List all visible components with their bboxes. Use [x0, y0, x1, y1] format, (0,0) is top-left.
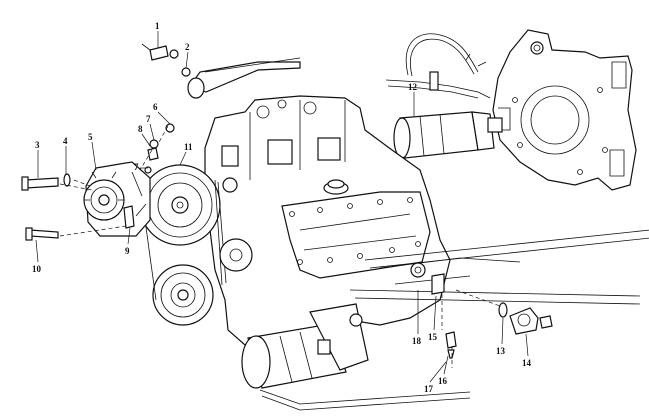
- starter-motor-upper: [393, 111, 503, 159]
- alternator: [83, 161, 151, 237]
- callout-1: 1: [155, 21, 160, 31]
- callout-8: 8: [138, 124, 143, 134]
- callout-2: 2: [185, 42, 190, 52]
- callout-3: 3: [35, 140, 40, 150]
- callout-6: 6: [153, 102, 158, 112]
- pressure-sender-assembly: [431, 273, 553, 368]
- alternator-bolts: [21, 123, 175, 241]
- callout-7-lower: 7: [134, 162, 139, 172]
- callout-11: 11: [184, 142, 193, 152]
- leader-lines: [35, 31, 529, 383]
- callout-14: 14: [522, 358, 532, 368]
- callout-4: 4: [63, 136, 68, 146]
- callout-5: 5: [88, 132, 93, 142]
- callout-7-upper: 7: [146, 114, 151, 124]
- callout-labels: 1 2 3 4 5 6 7 7 8 9 10 11 12 13 14 15 16…: [32, 21, 532, 394]
- engine-block: [204, 95, 521, 346]
- front-pulley-assembly: [139, 164, 253, 326]
- callout-13: 13: [496, 346, 506, 356]
- wiring-harness: [385, 33, 491, 99]
- callout-15: 15: [428, 332, 438, 342]
- starter-motor-lower: [241, 303, 369, 389]
- assembly-lines: [59, 125, 169, 237]
- callout-16: 16: [438, 376, 448, 386]
- callout-9: 9: [125, 246, 130, 256]
- callout-18: 18: [412, 336, 422, 346]
- callout-10: 10: [32, 264, 42, 274]
- callout-17: 17: [424, 384, 434, 394]
- callout-12: 12: [408, 82, 418, 92]
- intake-pipe-and-sensor: [141, 43, 301, 99]
- flywheel-housing: [492, 29, 637, 191]
- frame-rails: [259, 229, 649, 411]
